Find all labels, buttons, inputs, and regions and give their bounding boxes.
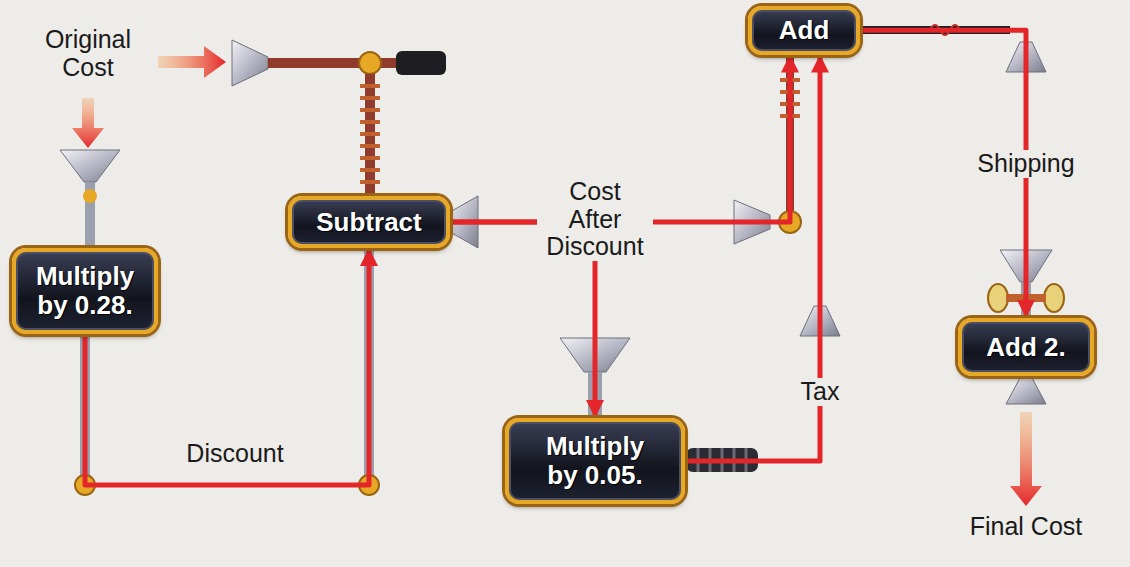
- funnel: [60, 150, 120, 182]
- valve-ball: [83, 189, 97, 203]
- valve-knob: [396, 51, 446, 75]
- coil-rings: [360, 86, 380, 182]
- flow-arrow: [1010, 412, 1042, 506]
- machine-label: Add 2.: [974, 333, 1078, 362]
- flow-label: Original Cost: [29, 26, 147, 81]
- machine-box: Multiply by 0.28.: [12, 248, 158, 334]
- machine-box: Subtract: [288, 196, 450, 248]
- valve-ball: [359, 52, 381, 74]
- pipe: [268, 58, 364, 68]
- machine-box: Add: [748, 6, 860, 55]
- funnel: [1006, 378, 1046, 404]
- edge-label: Tax: [797, 378, 844, 406]
- edge-label: Discount: [182, 440, 287, 468]
- flow-arrow: [158, 46, 226, 78]
- machine-label: Multiply by 0.28.: [28, 262, 142, 319]
- machine-box: Add 2.: [958, 318, 1094, 376]
- edge-label: Shipping: [973, 150, 1078, 178]
- funnel: [232, 40, 268, 86]
- machine-label: Add: [764, 16, 844, 45]
- wheel: [988, 284, 1008, 312]
- flow-label: Cost After Discount: [537, 178, 653, 261]
- wheel: [1044, 284, 1064, 312]
- machine-label: Multiply by 0.05.: [533, 432, 657, 489]
- flow-label: Final Cost: [966, 513, 1087, 541]
- machine-box: Multiply by 0.05.: [505, 418, 685, 504]
- machine-label: Subtract: [304, 208, 434, 237]
- flow-arrow: [72, 98, 104, 148]
